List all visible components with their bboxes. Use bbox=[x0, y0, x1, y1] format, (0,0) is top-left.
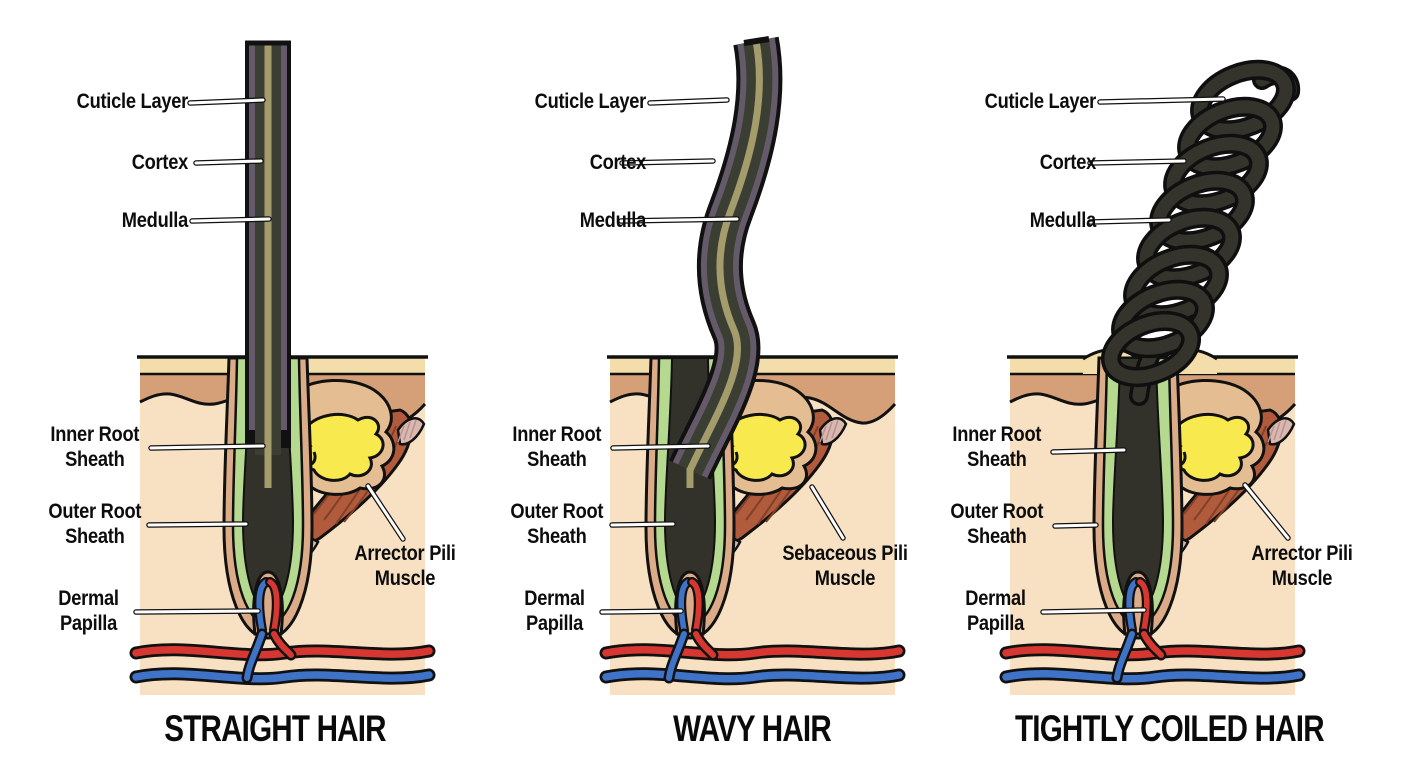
label-inner-root-sheath: Inner Root Sheath bbox=[50, 423, 140, 471]
panel-wavy-hair bbox=[599, 36, 899, 695]
panel-straight-hair bbox=[133, 40, 429, 695]
hair-shaft-coiled bbox=[1100, 59, 1301, 406]
label-inner-root-sheath: Inner Root Sheath bbox=[512, 423, 602, 471]
panel-title-wavy-hair: WAVY HAIR bbox=[673, 708, 832, 749]
hair-shaft-wavy bbox=[669, 36, 783, 488]
label-arrector-pili-muscle: Arrector Pili Muscle bbox=[1251, 542, 1353, 590]
label-medulla: Medulla bbox=[579, 209, 646, 232]
label-inner-root-sheath: Inner Root Sheath bbox=[952, 423, 1042, 471]
label-cortex: Cortex bbox=[1039, 151, 1097, 174]
label-outer-root-sheath: Outer Root Sheath bbox=[950, 500, 1044, 548]
label-medulla: Medulla bbox=[1029, 209, 1096, 232]
label-cortex: Cortex bbox=[131, 151, 189, 174]
label-outer-root-sheath: Outer Root Sheath bbox=[510, 500, 604, 548]
leader-lines-wavy bbox=[599, 97, 846, 615]
label-cuticle-layer: Cuticle Layer bbox=[76, 90, 189, 113]
hair-shaft-straight bbox=[245, 40, 291, 488]
panel-tightly-coiled-hair bbox=[1006, 59, 1301, 695]
label-sebaceous-pili-muscle: Sebaceous Pili Muscle bbox=[782, 542, 908, 590]
label-medulla: Medulla bbox=[121, 209, 188, 232]
leader-lines-coiled bbox=[1040, 96, 1291, 615]
leader-lines-straight bbox=[133, 97, 406, 615]
label-outer-root-sheath: Outer Root Sheath bbox=[48, 500, 142, 548]
label-cuticle-layer: Cuticle Layer bbox=[984, 90, 1097, 113]
panel-title-straight-hair: STRAIGHT HAIR bbox=[164, 708, 386, 749]
label-dermal-papilla: Dermal Papilla bbox=[965, 587, 1026, 635]
label-cortex: Cortex bbox=[589, 151, 647, 174]
panel-title-tightly-coiled-hair: TIGHTLY COILED HAIR bbox=[1015, 708, 1325, 749]
label-cuticle-layer: Cuticle Layer bbox=[534, 90, 647, 113]
label-dermal-papilla: Dermal Papilla bbox=[58, 587, 119, 635]
label-arrector-pili-muscle: Arrector Pili Muscle bbox=[354, 542, 456, 590]
label-dermal-papilla: Dermal Papilla bbox=[524, 587, 585, 635]
